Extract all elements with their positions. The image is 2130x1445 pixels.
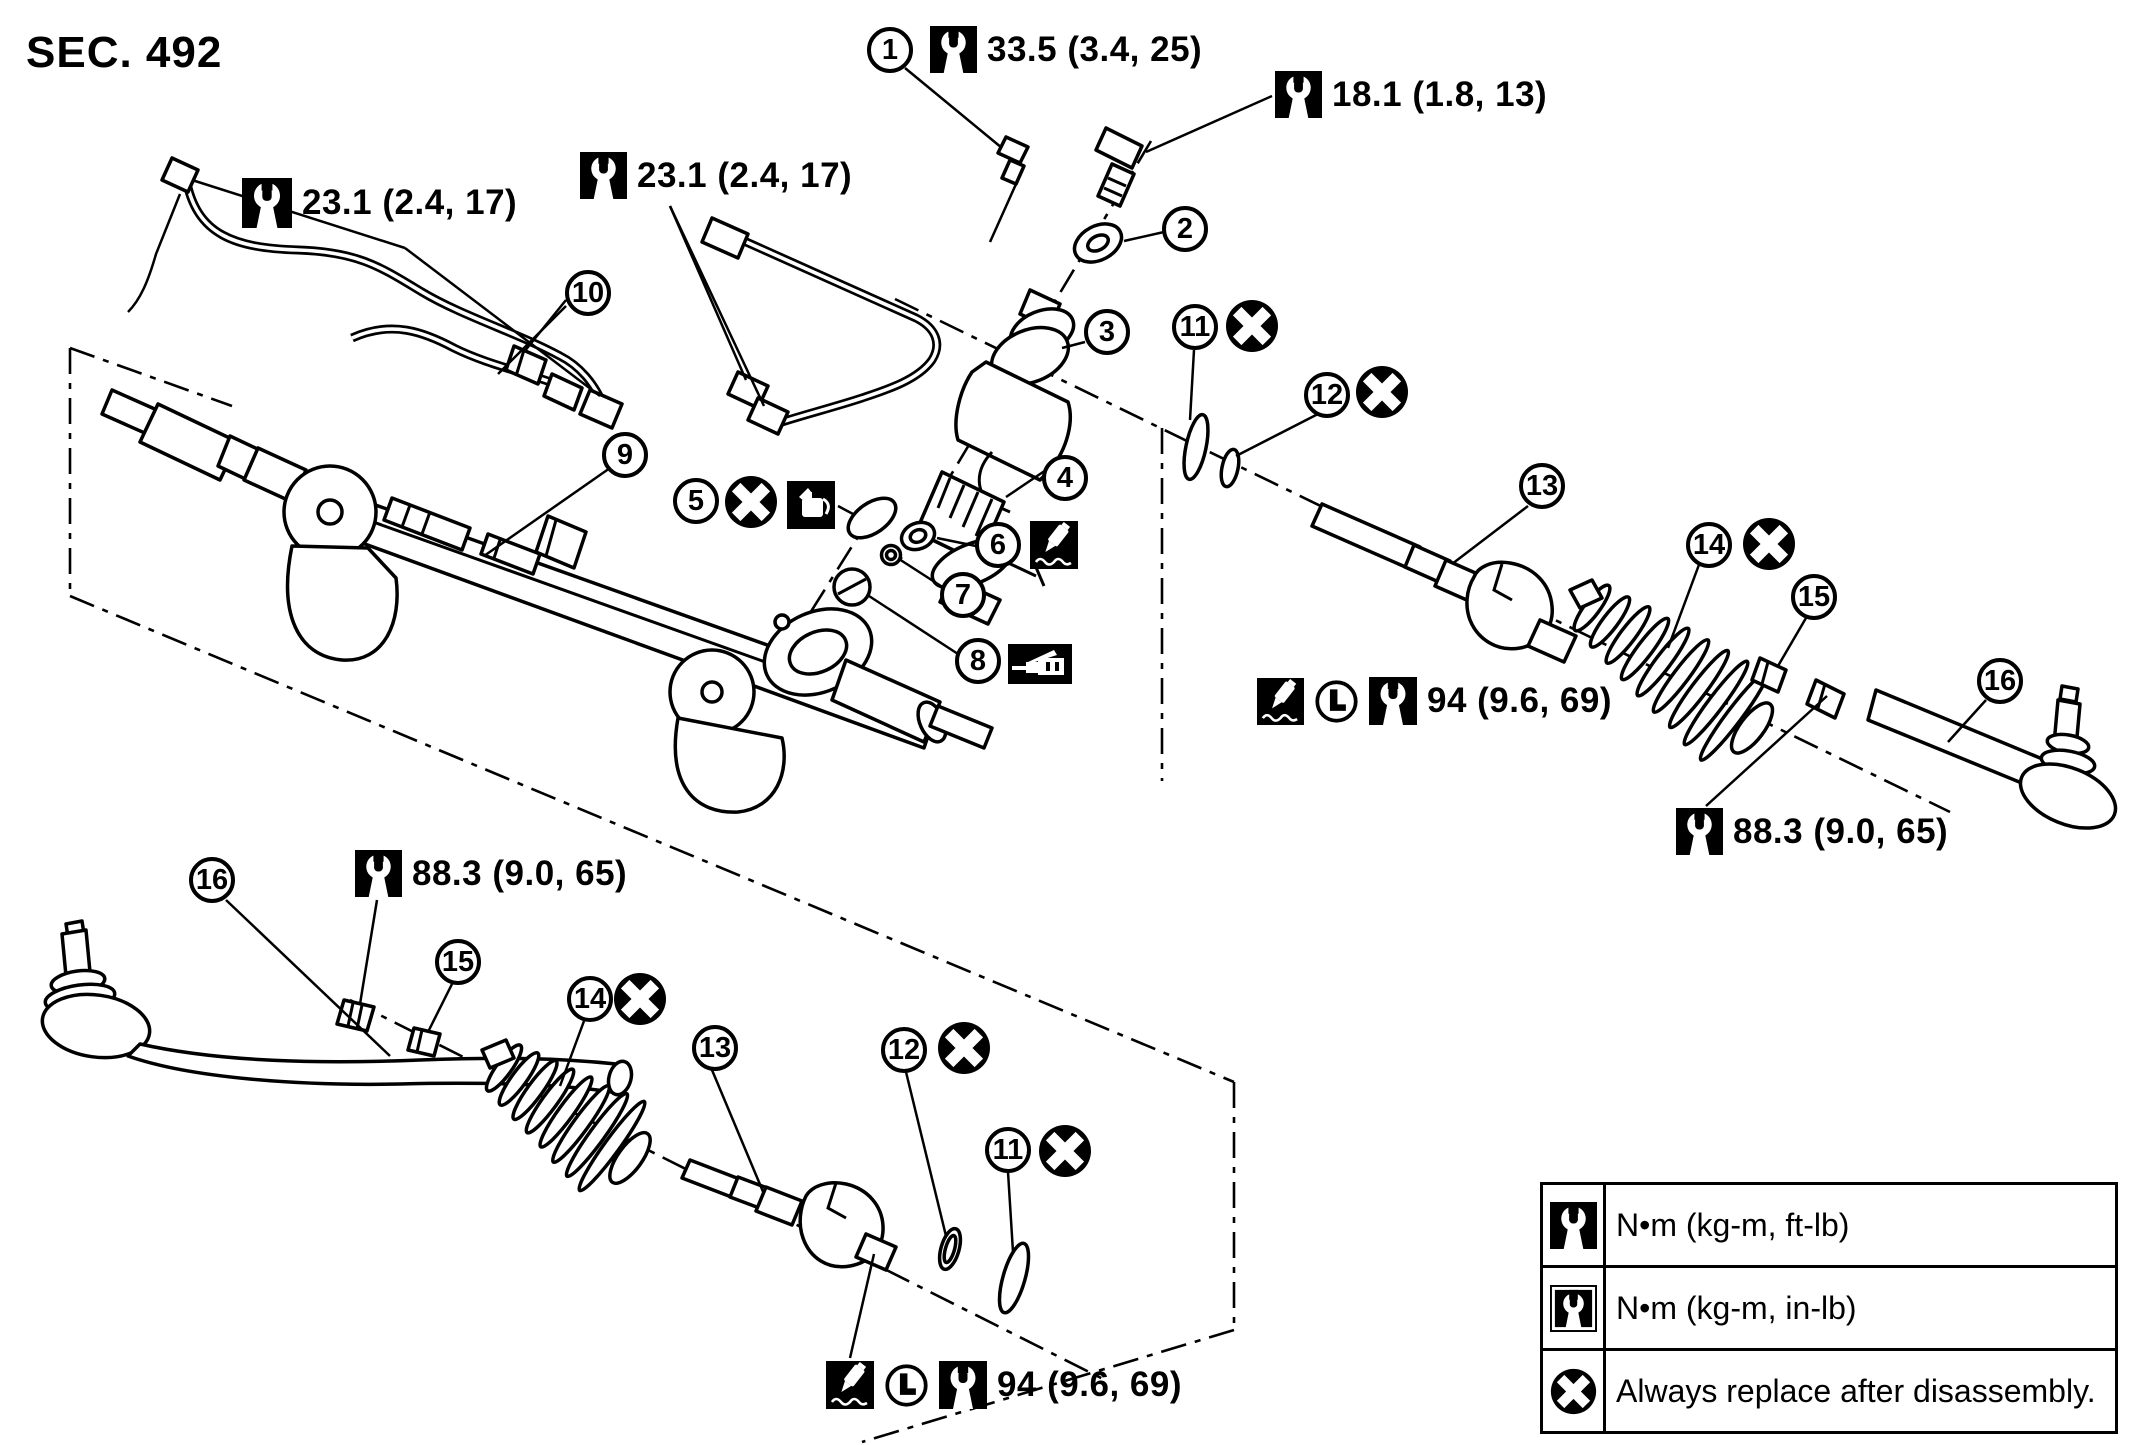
grease-gun-icon <box>1008 644 1072 684</box>
bolt-part1 <box>996 135 1030 165</box>
boot-clamp-nut-right <box>1750 656 1788 694</box>
callout-5: 5 <box>673 478 719 524</box>
torque-label-locknut-left: 88.3 (9.0, 65) <box>355 850 627 897</box>
pointer-lines <box>191 67 1987 1359</box>
torque-wrench-icon <box>939 1361 987 1409</box>
torque-value: 94 (9.6, 69) <box>1427 681 1612 720</box>
torque-wrench-icon <box>580 152 627 199</box>
section-title: SEC. 492 <box>26 28 223 77</box>
legend-label: Always replace after disassembly. <box>1616 1372 2096 1409</box>
always-replace-icon <box>937 1021 991 1075</box>
callout-4: 4 <box>1042 455 1088 501</box>
always-replace-icon <box>1038 1124 1092 1178</box>
callout-11-right: 11 <box>1172 304 1218 350</box>
torque-label-bolt-small: 33.5 (3.4, 25) <box>930 26 1202 73</box>
torque-wrench-icon <box>355 850 402 897</box>
callout-14-left: 14 <box>567 976 613 1022</box>
apply-grease-icon <box>1030 521 1078 569</box>
legend-row-torque-ftlb: N•m (kg-m, ft-lb) <box>1543 1185 2115 1265</box>
callout-10: 10 <box>565 270 611 316</box>
torque-label-inner-socket-bottom: 94 (9.6, 69) <box>826 1361 1182 1409</box>
callout-13-left: 13 <box>692 1025 738 1071</box>
small-parts <box>832 126 1144 607</box>
callout-12-right: 12 <box>1304 372 1350 418</box>
gasket <box>846 496 898 540</box>
callout-9: 9 <box>602 432 648 478</box>
left-hand-thread-icon <box>884 1363 929 1408</box>
torque-value: 18.1 (1.8, 13) <box>1332 74 1548 114</box>
callout-2: 2 <box>1162 206 1208 252</box>
torque-wrench-icon <box>1550 1202 1597 1249</box>
torque-wrench-icon <box>1369 677 1417 725</box>
torque-label-pipe-right: 23.1 (2.4, 17) <box>580 152 852 199</box>
boot-clamp-nut-left <box>406 1026 442 1058</box>
callout-16-right: 16 <box>1977 658 2023 704</box>
legend-row-torque-inlb: N•m (kg-m, in-lb) <box>1543 1265 2115 1348</box>
boot-right <box>1568 578 1775 762</box>
legend-label: N•m (kg-m, in-lb) <box>1616 1289 1857 1326</box>
bottom-group <box>40 919 1031 1315</box>
callout-7: 7 <box>940 572 986 618</box>
callout-15-left: 15 <box>435 939 481 985</box>
lock-nut-left <box>335 998 376 1033</box>
torque-label-pipe-left: 23.1 (2.4, 17) <box>242 178 517 228</box>
inner-tie-rod-right <box>1310 502 1422 571</box>
outer-tie-rod-right <box>1866 684 2118 830</box>
torque-value: 94 (9.6, 69) <box>997 1365 1182 1404</box>
torque-value: 23.1 (2.4, 17) <box>637 155 853 195</box>
callout-11-left: 11 <box>985 1127 1031 1173</box>
always-replace-icon <box>613 972 667 1026</box>
callout-3: 3 <box>1084 309 1130 355</box>
o-ring-right <box>1219 447 1241 489</box>
torque-wrench-icon <box>242 178 292 228</box>
torque-wrench-icon <box>1275 71 1322 118</box>
apply-fluid-icon <box>787 481 835 529</box>
callout-15-right: 15 <box>1791 574 1837 620</box>
torque-value: 88.3 (9.0, 65) <box>412 853 628 893</box>
callout-12-left: 12 <box>881 1027 927 1073</box>
torque-wrench-icon <box>1676 808 1723 855</box>
boot-left <box>480 1038 652 1193</box>
callout-6: 6 <box>975 522 1021 568</box>
inner-tie-rod-left <box>680 1158 898 1272</box>
claw-washer-left <box>997 1241 1031 1315</box>
callout-1: 1 <box>867 27 913 73</box>
torque-value: 23.1 (2.4, 17) <box>302 183 518 222</box>
torque-wrench-in-lb-icon <box>1550 1285 1597 1332</box>
legend-row-always-replace: Always replace after disassembly. <box>1543 1348 2115 1431</box>
always-replace-icon <box>1355 365 1409 419</box>
left-hand-thread-icon <box>1314 679 1359 724</box>
right-group <box>1182 412 2118 830</box>
always-replace-icon <box>1550 1368 1597 1415</box>
torque-label-inner-socket-right: 94 (9.6, 69) <box>1257 677 1612 725</box>
legend-label: N•m (kg-m, ft-lb) <box>1616 1206 1850 1243</box>
bracket-bolt <box>1094 126 1144 170</box>
callout-13-right: 13 <box>1519 463 1565 509</box>
always-replace-icon <box>1225 299 1279 353</box>
always-replace-icon <box>1742 517 1796 571</box>
apply-grease-icon <box>826 1361 874 1409</box>
callout-14-right: 14 <box>1686 522 1732 568</box>
torque-value: 88.3 (9.0, 65) <box>1733 811 1949 851</box>
claw-washer-right <box>1182 412 1210 482</box>
torque-label-bracket-bolt: 18.1 (1.8, 13) <box>1275 71 1547 118</box>
torque-value: 33.5 (3.4, 25) <box>987 29 1203 69</box>
legend-table: N•m (kg-m, ft-lb) N•m (kg-m, in-lb) Alwa… <box>1540 1182 2118 1434</box>
apply-grease-icon <box>1257 678 1304 725</box>
callout-16-left: 16 <box>189 857 235 903</box>
always-replace-icon <box>724 475 778 529</box>
callout-8: 8 <box>955 638 1001 684</box>
torque-label-locknut-right: 88.3 (9.0, 65) <box>1676 808 1948 855</box>
rack-assembly <box>100 388 994 814</box>
torque-wrench-icon <box>930 26 977 73</box>
